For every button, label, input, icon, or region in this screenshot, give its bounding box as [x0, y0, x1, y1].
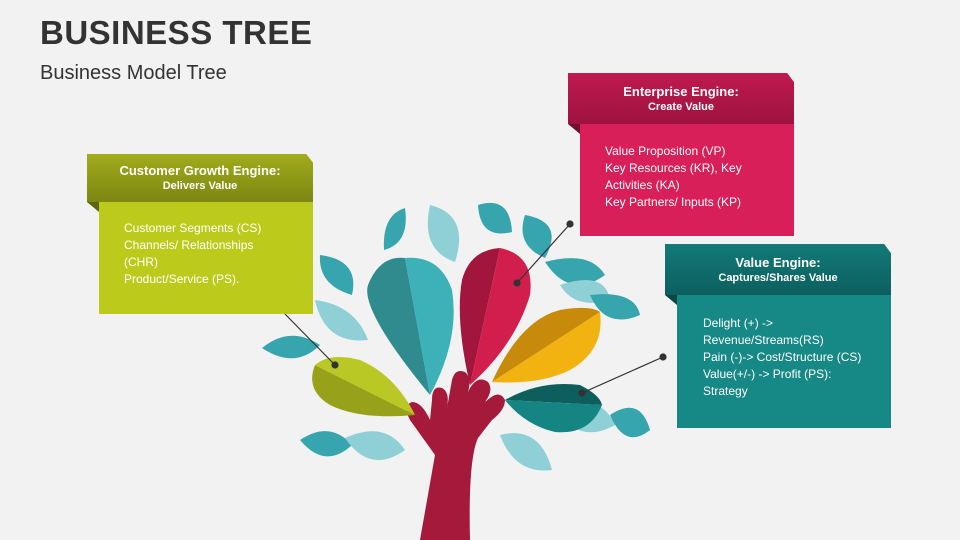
page-subtitle: Business Model Tree: [40, 62, 227, 84]
leaf-small: [610, 407, 650, 438]
card-line: Delight (+) -> Revenue/Streams(RS): [703, 316, 824, 347]
card-body: Value Proposition (VP) Key Resources (KR…: [580, 124, 794, 236]
leaf-big-red-dark: [459, 248, 500, 385]
card-line: Value Proposition (VP): [605, 144, 726, 158]
leaf-big-teal-dark: [367, 257, 430, 395]
tree-trunk: [406, 371, 505, 540]
leaf-small: [427, 205, 460, 262]
connectors: [284, 220, 667, 397]
leaf-small: [315, 300, 368, 341]
card-line: Pain (-)-> Cost/Structure (CS): [703, 350, 862, 364]
leaf-small: [500, 433, 552, 471]
leaf-big-green-light: [315, 356, 415, 415]
leaf-small: [590, 294, 640, 320]
card-subheading: Delivers Value: [162, 180, 238, 192]
connector-dot: [331, 361, 339, 369]
card-fold: [568, 124, 580, 134]
card-subheading: Create Value: [647, 100, 715, 113]
leaf-big-teal-light: [405, 257, 454, 395]
card-header: Enterprise Engine: Create Value: [568, 73, 794, 124]
leaf-small: [319, 255, 354, 295]
card-heading: Enterprise Engine:: [623, 83, 739, 99]
leaf-big-yellow-light: [492, 312, 601, 383]
leaf-small: [478, 202, 512, 234]
connector-dot: [513, 279, 521, 287]
page-title: BUSINESS TREE: [40, 14, 313, 51]
connector-dot: [566, 220, 574, 228]
card-subheading: Captures/Shares Value: [718, 271, 838, 284]
connector-dot: [578, 389, 586, 397]
leaf-small: [383, 208, 406, 250]
leaf-big-yellow-dark: [492, 307, 600, 382]
card-body: Customer Segments (CS) Channels/ Relatio…: [99, 202, 313, 314]
leaf-small: [345, 431, 405, 461]
leaf-big-deepteal-light: [505, 400, 602, 433]
card-fold: [665, 295, 677, 305]
card-body: Delight (+) -> Revenue/Streams(RS) Pain …: [677, 295, 891, 428]
leaf-big-deepteal-dark: [505, 384, 602, 405]
card-heading: Customer Growth Engine:: [119, 163, 281, 178]
card-fold: [87, 202, 99, 212]
card-header: Customer Growth Engine: Delivers Value: [87, 154, 313, 202]
leaf-small: [545, 258, 605, 285]
leaf-big-green-dark: [312, 365, 415, 417]
leaf-small: [300, 431, 352, 457]
card-line: Product/Service (PS).: [124, 272, 240, 286]
card-line: Customer Segments (CS): [124, 221, 262, 235]
card-line: Key Partners/ Inputs (KP): [605, 195, 742, 209]
card-heading: Value Engine:: [735, 254, 821, 270]
connector-dot: [659, 353, 667, 361]
card-line: Value(+/-) -> Profit (PS): Strategy: [703, 367, 832, 398]
leaf-small: [262, 335, 320, 359]
card-line: Channels/ Relationships (CHR): [124, 238, 254, 269]
card-line: Key Resources (KR), Key Activities (KA): [605, 161, 742, 192]
leaf-small: [522, 215, 552, 258]
card-header: Value Engine: Captures/Shares Value: [665, 244, 891, 295]
